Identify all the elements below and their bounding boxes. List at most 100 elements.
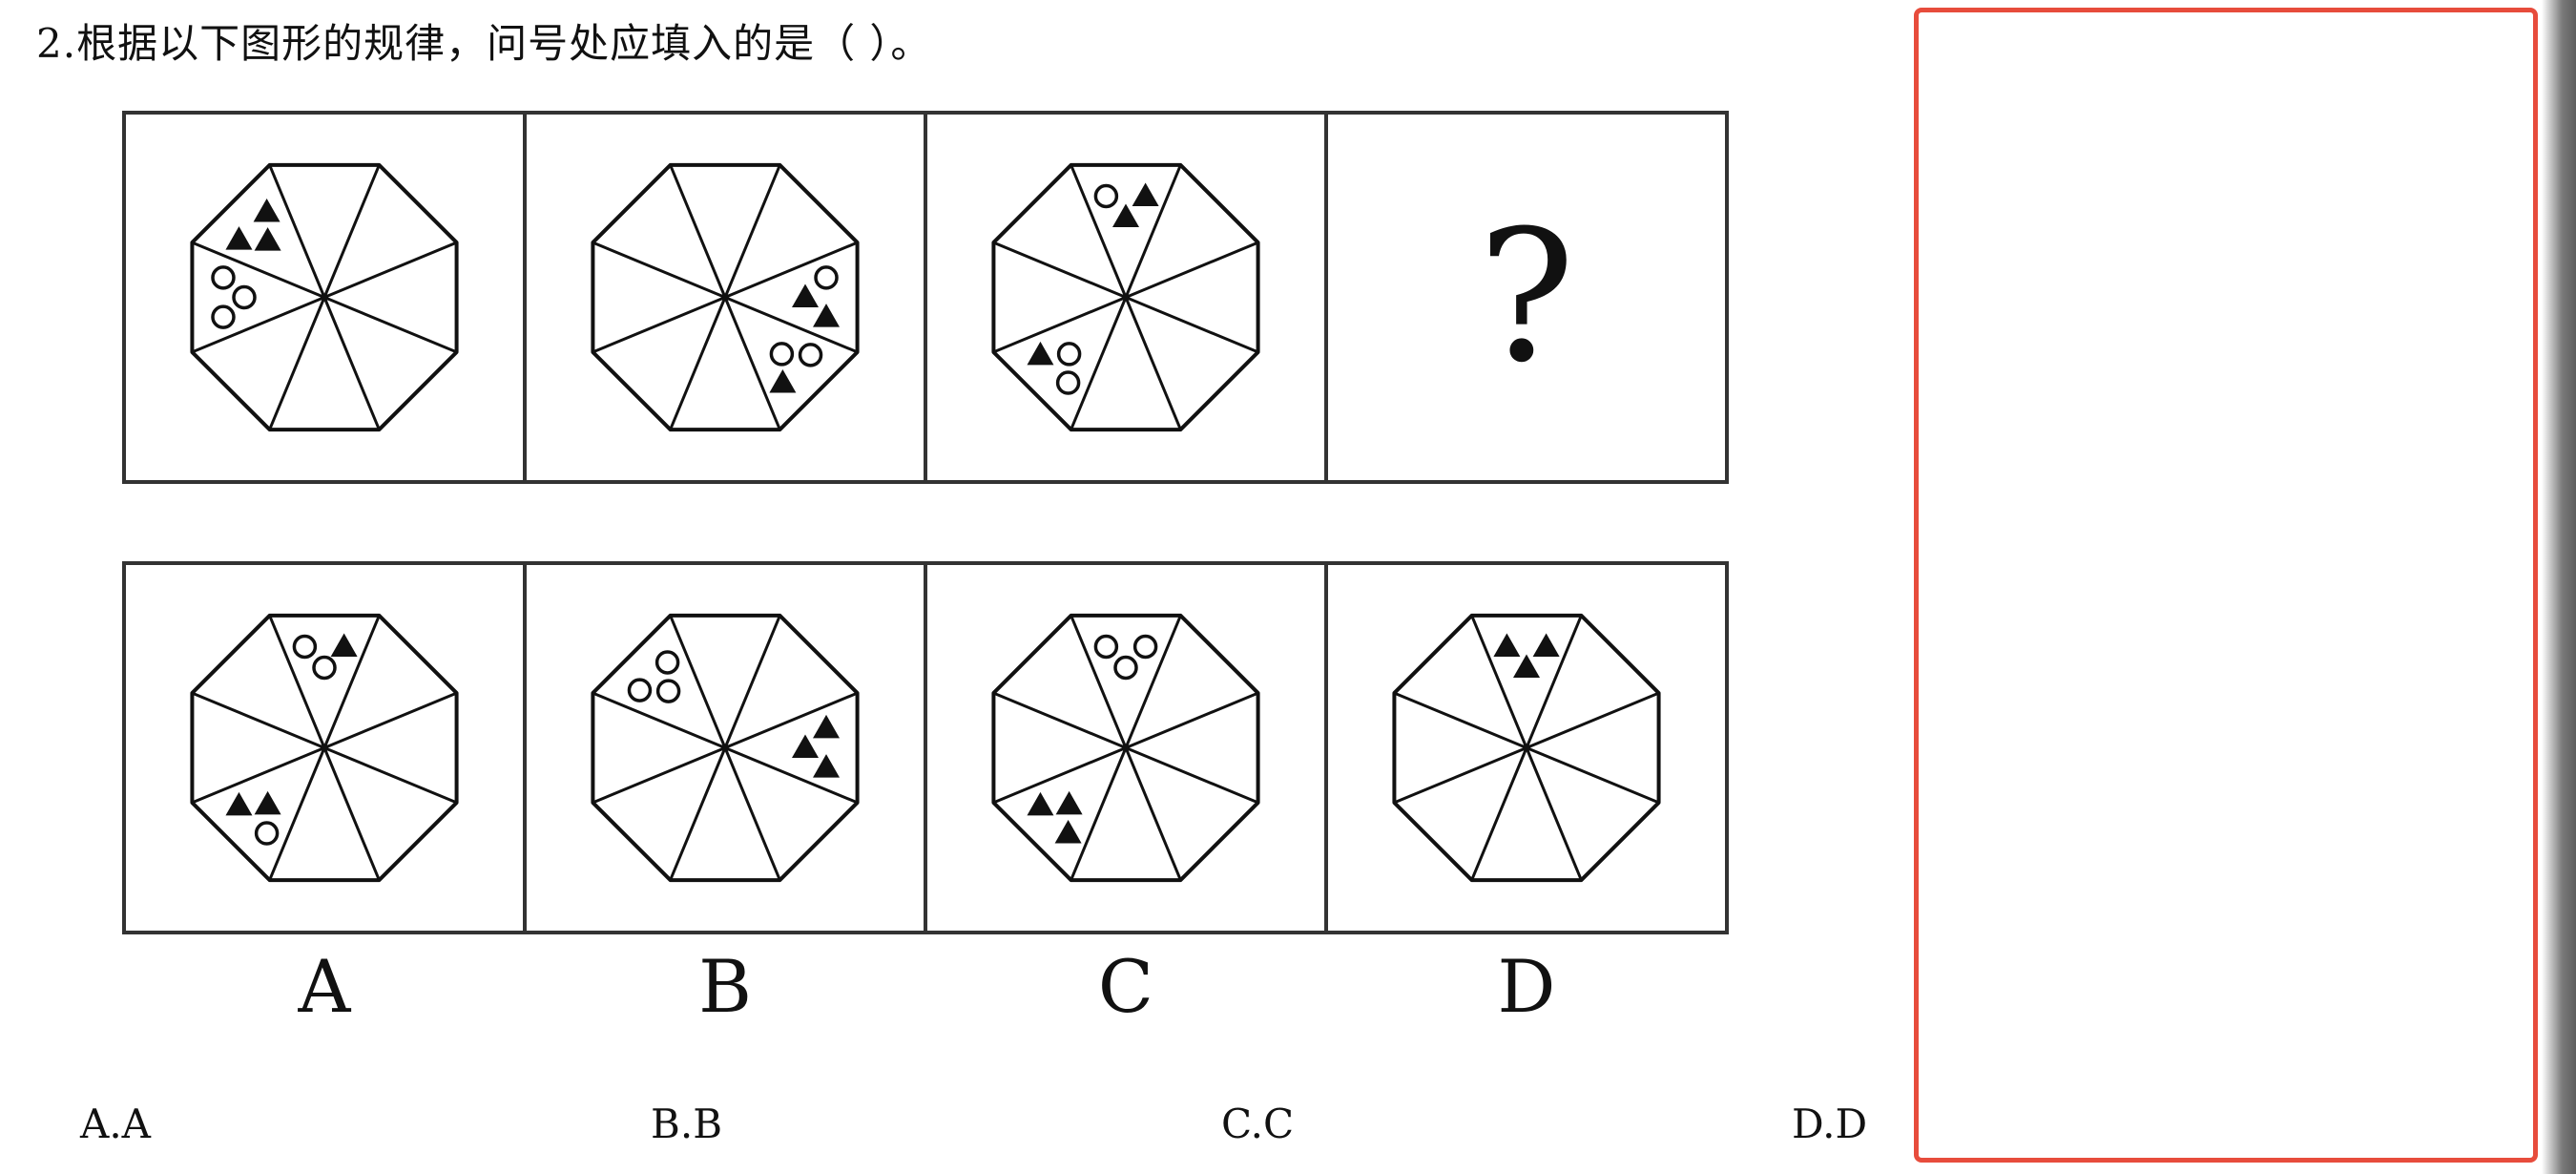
- octagon-spoke: [1526, 691, 1660, 749]
- octagon-spoke: [592, 296, 726, 354]
- page-edge-shadow: [2542, 0, 2576, 1174]
- octagon-center: [1122, 744, 1130, 752]
- octagon-spoke: [669, 615, 727, 749]
- octagon-spoke: [724, 691, 859, 749]
- octagon-spoke: [1525, 746, 1583, 881]
- option-b-label[interactable]: B.B: [651, 1101, 723, 1147]
- puzzle-octagon-3: [991, 162, 1260, 432]
- option-octagon-a: [190, 613, 459, 883]
- octagon-spoke: [322, 746, 381, 881]
- octagon-spoke: [723, 164, 781, 299]
- octagon-spoke: [724, 746, 859, 805]
- octagon-spoke: [1070, 615, 1128, 749]
- circle-mark: [1113, 655, 1138, 681]
- octagon-spoke: [268, 164, 326, 299]
- octagon-spoke: [323, 296, 458, 354]
- question-mark: ?: [1478, 192, 1575, 403]
- octagon-spoke: [1125, 296, 1259, 354]
- octagon-center: [1122, 293, 1130, 302]
- circle-mark: [655, 679, 681, 703]
- circle-mark: [1056, 342, 1082, 367]
- octagon-spoke: [322, 296, 381, 430]
- circle-mark: [798, 343, 823, 367]
- octagon-spoke: [723, 296, 781, 430]
- circle-mark: [211, 265, 236, 290]
- triangle-mark: [253, 198, 280, 222]
- circle-mark: [292, 634, 318, 660]
- octagon-spoke: [723, 746, 781, 881]
- octagon-spoke: [592, 746, 726, 805]
- option-letter-a: A: [298, 944, 352, 1029]
- triangle-mark: [254, 227, 281, 251]
- option-a-label[interactable]: A.A: [80, 1101, 152, 1147]
- octagon-spoke: [1070, 296, 1128, 430]
- puzzle-octagon-1: [190, 162, 459, 432]
- octagon-spoke: [592, 241, 726, 299]
- option-d-label[interactable]: D.D: [1792, 1101, 1868, 1147]
- octagon-spoke: [1470, 615, 1528, 749]
- octagon-spoke: [268, 746, 326, 881]
- option-c-label[interactable]: C.C: [1221, 1101, 1295, 1147]
- octagon-spoke: [323, 691, 458, 749]
- octagon-spoke: [669, 164, 727, 299]
- circle-mark: [232, 284, 257, 310]
- question-text: 2.根据以下图形的规律，问号处应填入的是（ ）。: [36, 20, 932, 67]
- circle-mark: [814, 265, 839, 290]
- puzzle-octagon-2: [591, 162, 860, 432]
- octagon-spoke: [1526, 746, 1660, 805]
- octagon-spoke: [191, 746, 325, 805]
- octagon-spoke: [1393, 746, 1527, 805]
- triangle-mark: [792, 734, 819, 758]
- triangle-mark: [225, 791, 253, 816]
- option-octagon-d: [1392, 613, 1661, 883]
- octagon-spoke: [1125, 746, 1259, 805]
- triangle-mark: [1513, 654, 1540, 678]
- circle-mark: [1093, 634, 1119, 660]
- option-letter-b: B: [698, 944, 752, 1029]
- option-octagon-b: [591, 613, 860, 883]
- octagon-spoke: [1124, 615, 1182, 749]
- triangle-mark: [1027, 791, 1054, 816]
- triangle-mark: [813, 304, 841, 327]
- triangle-mark: [813, 714, 841, 739]
- option-letter-c: C: [1098, 944, 1153, 1029]
- octagon-spoke: [1124, 164, 1182, 299]
- octagon-spoke: [669, 746, 727, 881]
- triangle-mark: [330, 633, 358, 657]
- octagon-spoke: [268, 296, 326, 430]
- octagon-spoke: [1125, 691, 1259, 749]
- triangle-mark: [1054, 820, 1082, 844]
- triangle-mark: [1055, 790, 1083, 815]
- octagon-spoke: [1070, 164, 1128, 299]
- triangle-mark: [1112, 203, 1139, 227]
- octagon-spoke: [1470, 746, 1528, 881]
- option-letter-d: D: [1498, 944, 1556, 1029]
- circle-mark: [254, 821, 280, 846]
- octagon-spoke: [322, 615, 381, 749]
- octagon-spoke: [1125, 241, 1259, 299]
- octagon-spoke: [1124, 296, 1182, 430]
- circle-mark: [654, 650, 680, 675]
- triangle-mark: [1027, 341, 1054, 366]
- circle-mark: [1132, 634, 1158, 660]
- octagon-spoke: [322, 164, 381, 299]
- answer-box[interactable]: [1914, 8, 2538, 1163]
- octagon-spoke: [1070, 746, 1128, 881]
- circle-mark: [312, 655, 337, 681]
- octagon-spoke: [724, 241, 859, 299]
- octagon-spoke: [669, 296, 727, 430]
- triangle-mark: [792, 283, 819, 307]
- octagon-spoke: [992, 691, 1127, 749]
- octagon-spoke: [323, 241, 458, 299]
- octagon-spoke: [992, 746, 1127, 805]
- octagon-center: [721, 744, 729, 752]
- octagon-spoke: [723, 615, 781, 749]
- octagon-spoke: [1525, 615, 1583, 749]
- option-octagon-c: [991, 613, 1260, 883]
- octagon-spoke: [191, 241, 325, 299]
- triangle-mark: [769, 369, 797, 393]
- triangle-mark: [1532, 633, 1560, 657]
- octagon-center: [721, 293, 729, 302]
- circle-mark: [1093, 183, 1119, 209]
- circle-mark: [211, 304, 236, 329]
